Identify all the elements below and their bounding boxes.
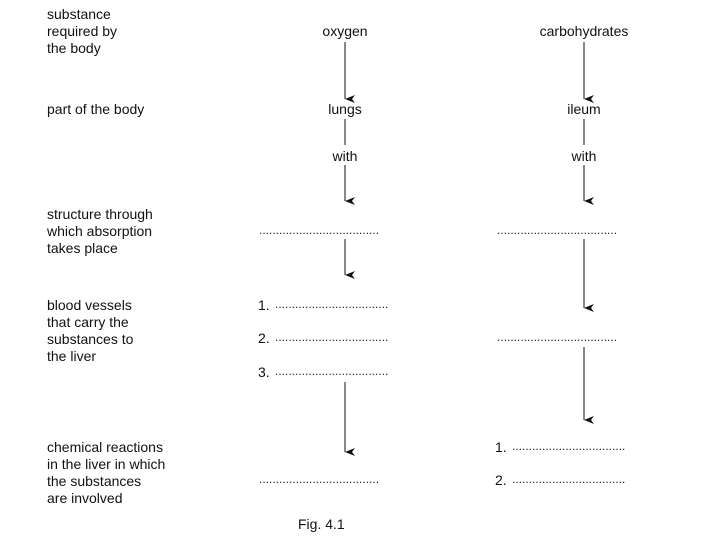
oxygen-vessel-blank-1[interactable]: .................................. (275, 297, 389, 311)
oxygen-part: lungs (328, 101, 362, 117)
figure-caption: Fig. 4.1 (298, 516, 345, 532)
oxygen-vessel-blank-3[interactable]: .................................. (275, 364, 389, 378)
oxygen-substance: oxygen (322, 23, 368, 39)
oxygen-with: with (332, 148, 358, 164)
carbohydrates-reaction-number-1: 1. (495, 439, 507, 455)
carbohydrates-with: with (571, 148, 597, 164)
oxygen-vessel-number-1: 1. (258, 297, 270, 313)
carbohydrates-reaction-blank-2[interactable]: .................................. (512, 472, 626, 486)
carbohydrates-reaction-blank-1[interactable]: .................................. (512, 439, 626, 453)
carbohydrates-part: ileum (567, 101, 601, 117)
row-label-substance: substance required by the body (47, 6, 118, 56)
oxygen-vessel-blank-2[interactable]: .................................. (275, 330, 389, 344)
row-label-structure: structure through which absorption takes… (47, 206, 153, 256)
carbohydrates-structure-blank[interactable]: .................................... (497, 223, 618, 237)
oxygen-reaction-blank[interactable]: .................................... (259, 472, 380, 486)
oxygen-structure-blank[interactable]: .................................... (259, 223, 380, 237)
row-label-chemical-reactions: chemical reactions in the liver in which… (47, 439, 166, 506)
oxygen-vessel-number-3: 3. (258, 364, 270, 380)
carbohydrates-substance: carbohydrates (539, 23, 629, 39)
row-label-blood-vessels: blood vessels that carry the substances … (47, 297, 134, 364)
carbohydrates-vessel-blank[interactable]: .................................... (497, 330, 618, 344)
row-label-part: part of the body (47, 101, 145, 117)
oxygen-vessel-number-2: 2. (258, 330, 270, 346)
carbohydrates-reaction-number-2: 2. (495, 472, 507, 488)
